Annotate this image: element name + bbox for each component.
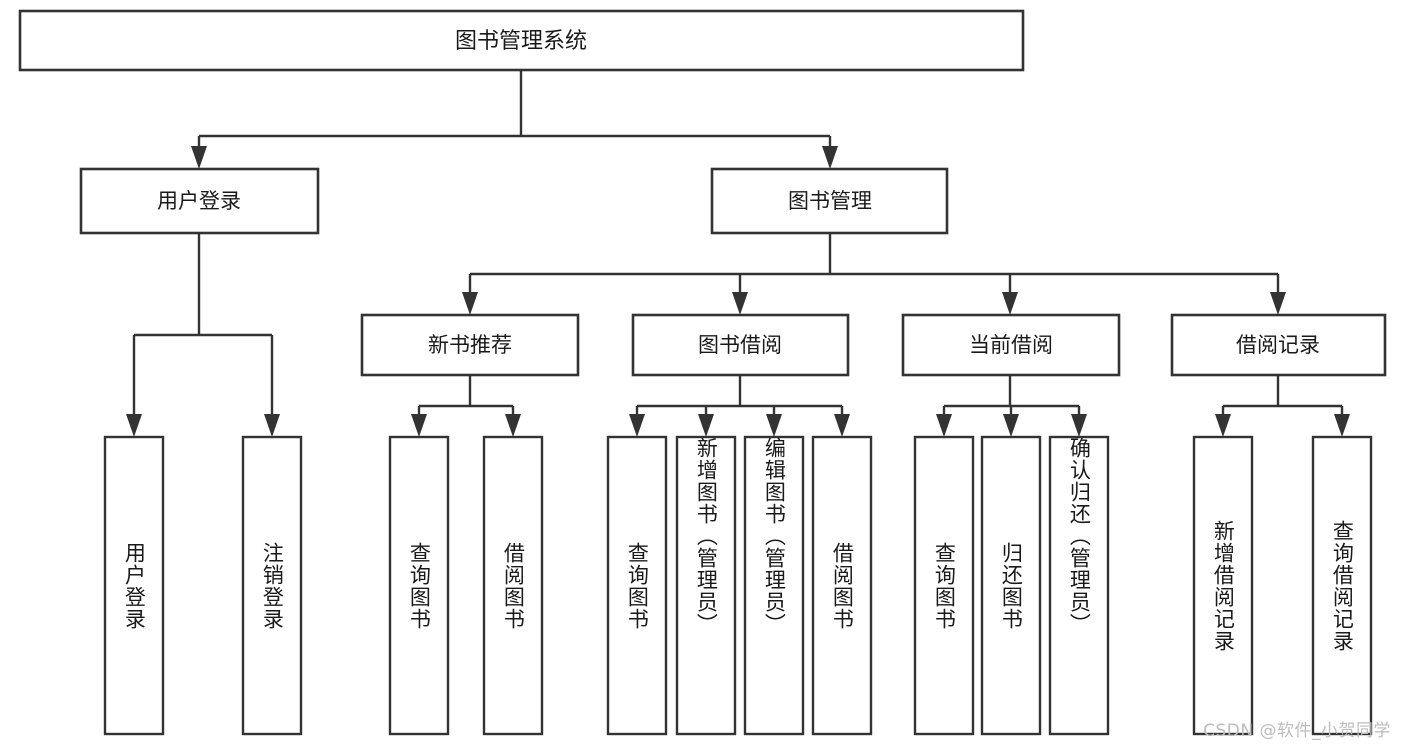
node-book-manage[interactable]: 图书管理 — [710, 167, 949, 235]
arrowhead-to-add-record — [1215, 414, 1231, 437]
node-user-login-label: 用户登录 — [157, 189, 241, 213]
node-book-borrow[interactable]: 图书借阅 — [631, 313, 850, 377]
node-new-book-rec[interactable]: 新书推荐 — [360, 313, 580, 377]
leaf-box-query-book-2[interactable] — [606, 435, 668, 736]
arrowhead-to-confirm-return — [1071, 414, 1087, 437]
leaf-box-add-record[interactable] — [1192, 435, 1254, 736]
leaf-box-user-login[interactable] — [103, 435, 165, 736]
leaf-box-return-book[interactable] — [980, 435, 1042, 736]
node-root-label: 图书管理系统 — [455, 29, 587, 54]
leaf-box-add-book[interactable] — [675, 435, 737, 736]
leaf-box-edit-book[interactable] — [743, 435, 805, 736]
node-user-login[interactable]: 用户登录 — [79, 167, 320, 235]
arrowhead-to-add-book — [698, 414, 714, 437]
node-current-borrow-label: 当前借阅 — [969, 333, 1053, 357]
arrowhead-to-borrow-book-2 — [834, 414, 850, 437]
node-borrow-record-label: 借阅记录 — [1236, 333, 1320, 357]
arrowhead-to-current-borrow — [1002, 292, 1018, 315]
leaf-box-confirm-return[interactable] — [1048, 435, 1110, 736]
arrowhead-to-edit-book — [766, 414, 782, 437]
node-book-manage-box[interactable] — [710, 167, 949, 235]
node-root[interactable]: 图书管理系统 — [18, 9, 1025, 72]
arrowhead-to-user-login-leaf — [126, 414, 142, 437]
arrowhead-to-query-book-2 — [629, 414, 645, 437]
leaf-box-query-record[interactable] — [1311, 435, 1373, 736]
arrowhead-to-book-borrow — [732, 292, 748, 315]
node-current-borrow-box[interactable] — [901, 313, 1121, 377]
connector-group-user-login-to-leaves — [126, 233, 280, 437]
arrowhead-to-book-manage — [822, 146, 838, 169]
connector-group-book-manage-to-level3 — [462, 233, 1286, 315]
arrowhead-to-query-record — [1334, 414, 1350, 437]
arrowhead-to-borrow-book-1 — [505, 414, 521, 437]
node-current-borrow[interactable]: 当前借阅 — [901, 313, 1121, 377]
leaf-box-query-book-3[interactable] — [913, 435, 975, 736]
connector-group-current-borrow-to-leaves — [936, 375, 1087, 437]
node-new-book-rec-box[interactable] — [360, 313, 580, 377]
node-root-box[interactable] — [18, 9, 1025, 72]
leaf-box-borrow-book-2[interactable] — [811, 435, 873, 736]
node-borrow-record-box[interactable] — [1170, 313, 1387, 377]
arrowhead-to-query-book-1 — [411, 414, 427, 437]
arrowhead-to-logout-leaf — [264, 414, 280, 437]
leaf-box-borrow-book-1[interactable] — [482, 435, 544, 736]
arrowhead-to-return-book — [1003, 414, 1019, 437]
node-borrow-record[interactable]: 借阅记录 — [1170, 313, 1387, 377]
leaf-box-query-book-1[interactable] — [388, 435, 450, 736]
connector-group-book-borrow-to-leaves — [629, 375, 850, 437]
leaf-box-logout[interactable] — [241, 435, 303, 736]
watermark-text: CSDN @软件_小贺同学 — [1203, 721, 1391, 741]
arrowhead-to-new-book-rec — [462, 292, 478, 315]
connector-group-root-to-level2 — [191, 70, 838, 169]
connector-group-borrow-record-to-leaves — [1215, 375, 1350, 437]
node-user-login-box[interactable] — [79, 167, 320, 235]
connector-group-new-book-rec-to-leaves — [411, 375, 521, 437]
node-book-borrow-box[interactable] — [631, 313, 850, 377]
arrowhead-to-borrow-record — [1270, 292, 1286, 315]
arrowhead-to-user-login — [191, 146, 207, 169]
arrowhead-to-query-book-3 — [936, 414, 952, 437]
node-book-borrow-label: 图书借阅 — [698, 333, 782, 357]
node-new-book-rec-label: 新书推荐 — [428, 333, 512, 357]
node-book-manage-label: 图书管理 — [788, 189, 872, 213]
